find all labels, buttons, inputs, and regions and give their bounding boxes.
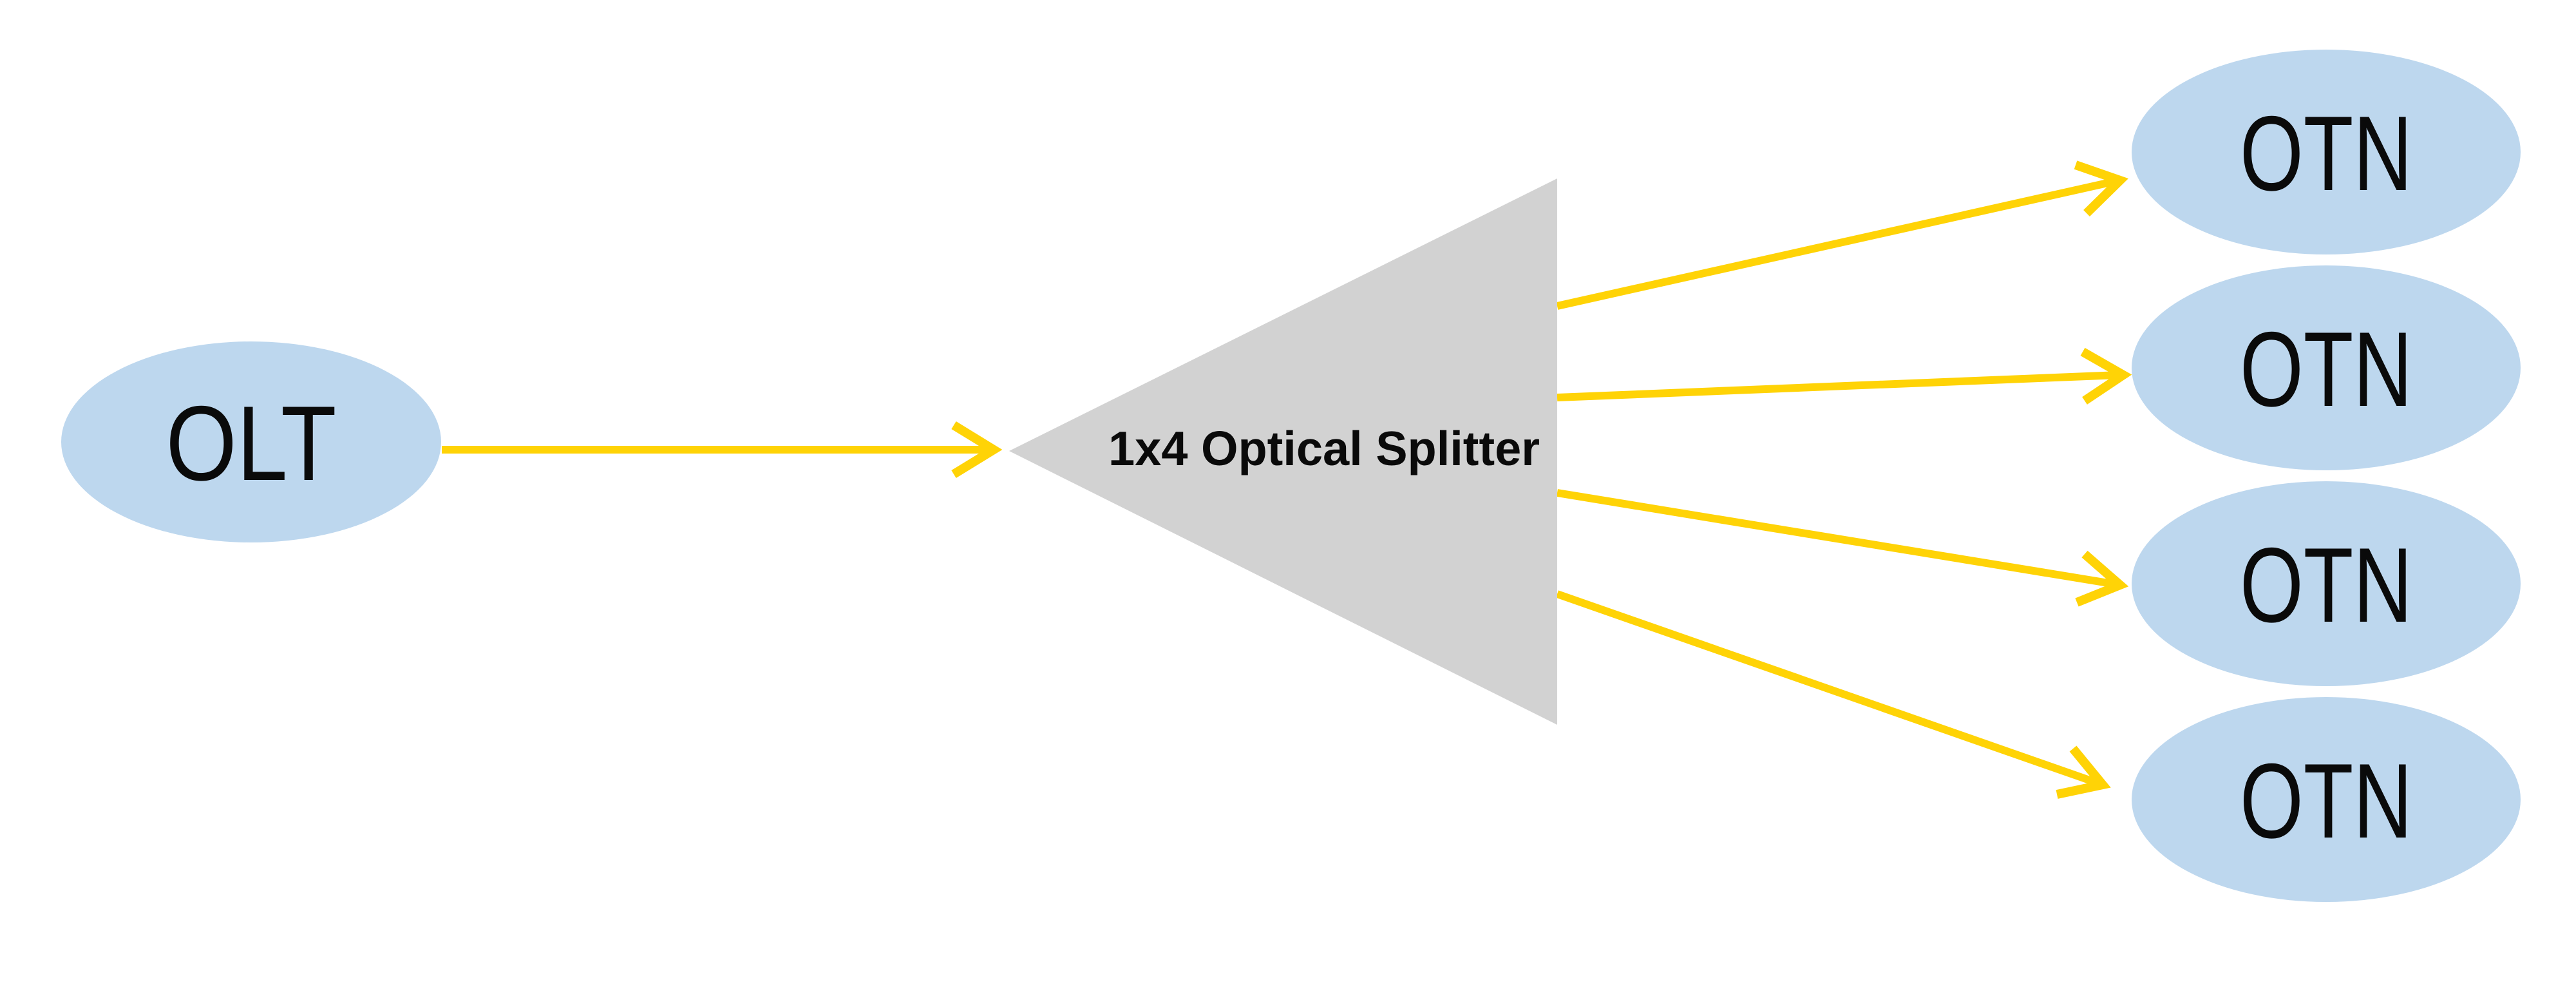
olt-node-ellipse xyxy=(61,341,441,542)
otn1-node-ellipse xyxy=(2132,50,2521,254)
otn2-node-ellipse xyxy=(2132,265,2521,470)
edge-olt-to-splitter xyxy=(442,421,1003,478)
connector-arrows-layer xyxy=(442,160,2132,799)
edge-splitter-to-otn3 xyxy=(1557,489,2129,607)
edge-splitter-to-otn1 xyxy=(1556,160,2128,310)
edge-splitter-to-otn4 xyxy=(1556,590,2111,799)
olt-node-label: OLT xyxy=(166,384,337,503)
otn3-node-label: OTN xyxy=(2240,526,2412,644)
edge-splitter-to-otn2 xyxy=(1557,347,2132,405)
otn1-node-label: OTN xyxy=(2240,94,2412,213)
otn2-node-label: OTN xyxy=(2240,310,2412,428)
otn4-node-label: OTN xyxy=(2240,742,2412,860)
optical-splitter-triangle xyxy=(1009,178,1557,725)
otn3-node-ellipse xyxy=(2132,481,2521,686)
otn4-node-ellipse xyxy=(2132,697,2521,902)
optical-splitter-label: 1x4 Optical Splitter xyxy=(1108,421,1540,475)
